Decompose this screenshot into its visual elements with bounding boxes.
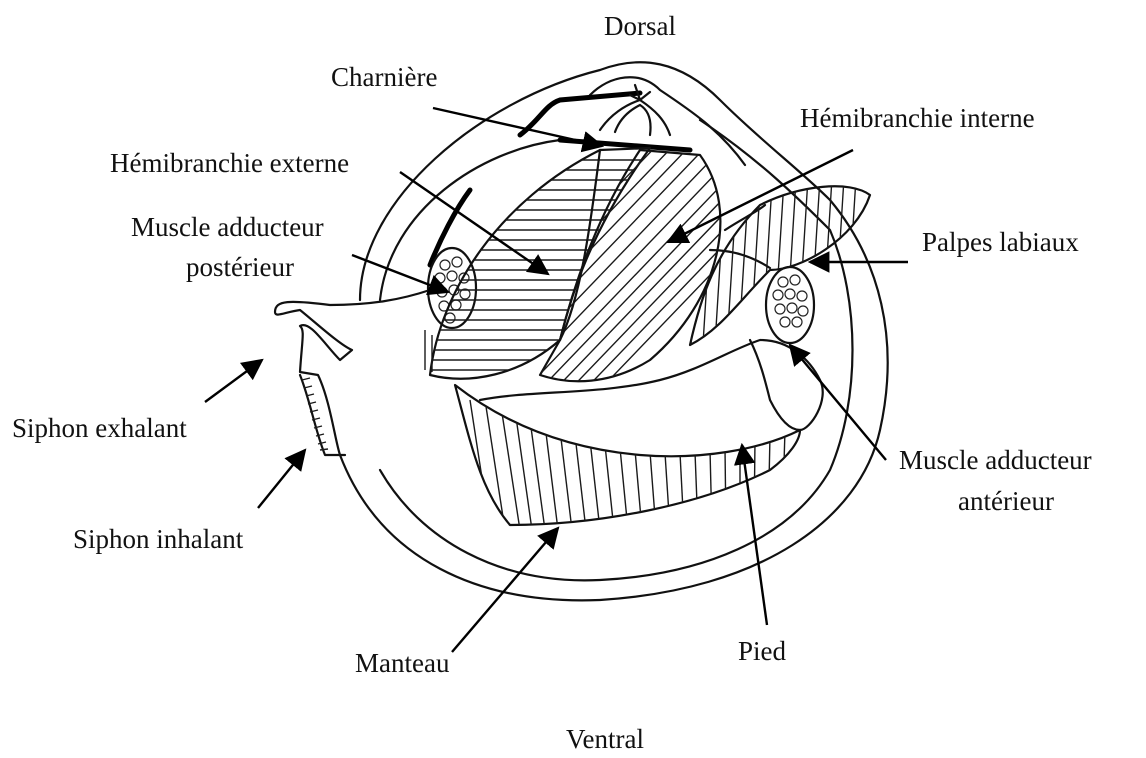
- hinge: [430, 85, 690, 265]
- label-siphon-inhalant: Siphon inhalant: [73, 524, 244, 554]
- labels: Dorsal Charnière Hémibranchie interne Hé…: [12, 11, 1092, 754]
- label-hemibranchie-externe: Hémibranchie externe: [110, 148, 349, 178]
- label-dorsal: Dorsal: [604, 11, 676, 41]
- label-muscle-posterieur-1: Muscle adducteur: [131, 212, 324, 242]
- label-pied: Pied: [738, 636, 787, 666]
- label-palpes-labiaux: Palpes labiaux: [922, 227, 1079, 257]
- anterior-adductor-muscle: [766, 267, 814, 343]
- siphon: [275, 290, 430, 455]
- label-hemibranchie-interne: Hémibranchie interne: [800, 103, 1035, 133]
- arrow-muscle-anterieur: [790, 345, 886, 460]
- arrow-siphon-exhalant: [205, 360, 262, 402]
- label-muscle-anterieur-1: Muscle adducteur: [899, 445, 1092, 475]
- label-muscle-posterieur-2: postérieur: [186, 252, 294, 282]
- arrow-manteau: [452, 528, 558, 652]
- label-siphon-exhalant: Siphon exhalant: [12, 413, 187, 443]
- label-muscle-anterieur-2: antérieur: [958, 486, 1054, 516]
- arrow-siphon-inhalant: [258, 450, 305, 508]
- label-ventral: Ventral: [566, 724, 644, 754]
- label-charniere: Charnière: [331, 62, 437, 92]
- label-manteau: Manteau: [355, 648, 450, 678]
